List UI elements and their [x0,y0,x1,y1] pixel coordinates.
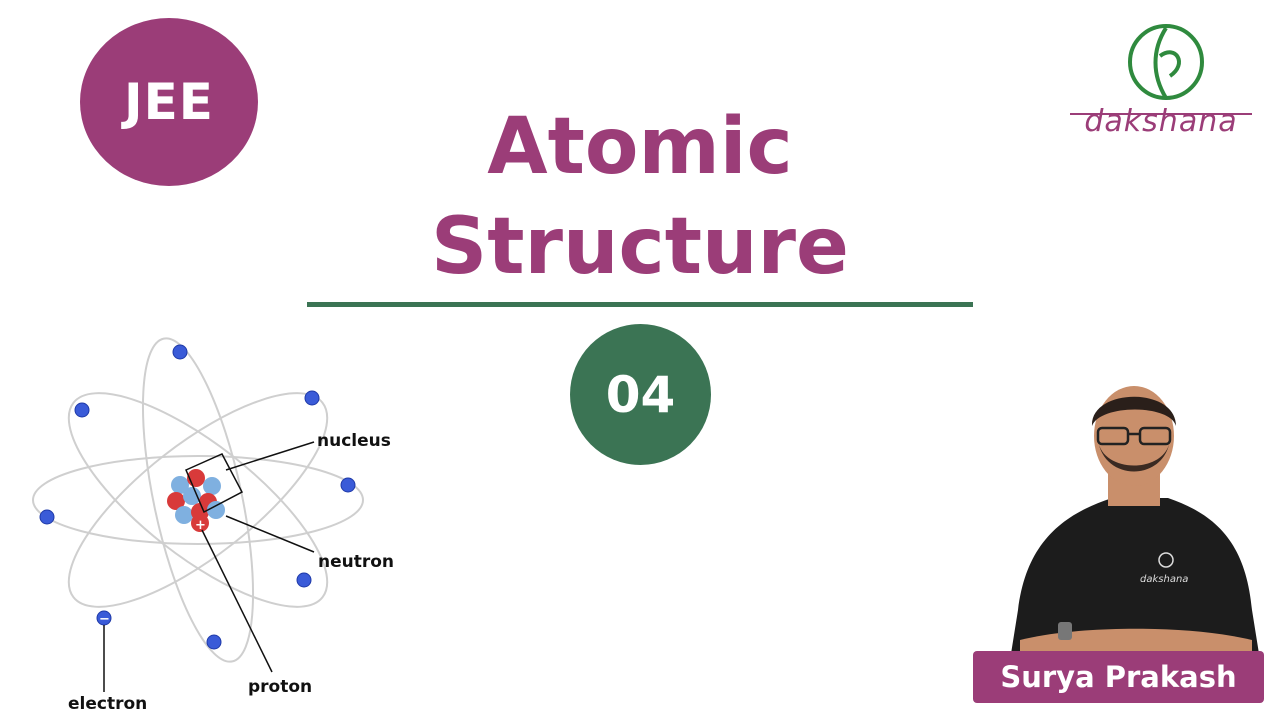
electron-icon [296,572,312,588]
presenter-name: Surya Prakash [1000,660,1237,694]
dakshana-wordmark: dakshana [1084,104,1238,139]
neutron-label: neutron [318,552,394,572]
electron-icon [206,634,222,650]
dakshana-logo-icon [1070,24,1252,115]
electron-icon [39,509,55,525]
atom-diagram: + − nucleus neutron proton electron [32,337,394,714]
electron-icon [172,344,188,360]
jee-badge-label: JEE [124,73,214,131]
shirt-logo-text: dakshana [1140,574,1188,585]
electron-icon [304,390,320,406]
orbit-diagonal-a [67,392,329,608]
presenter-nameplate: Surya Prakash [973,651,1264,703]
electron-label: electron [68,694,147,714]
proton-label: proton [248,677,312,697]
title-line-2: Structure [431,202,849,292]
orbit-diagonal-b [67,392,329,608]
lecture-number-badge: 04 [570,324,711,465]
electron-sign: − [99,612,110,627]
title-divider [307,302,973,307]
electron-icon [340,477,356,493]
proton-sign: + [195,518,206,533]
title-line-1: Atomic [487,102,793,192]
electron-icon [74,402,90,418]
nucleus-label: nucleus [317,431,391,451]
jee-badge: JEE [80,18,258,186]
presenter-photo: dakshana [1010,386,1260,660]
lecture-number: 04 [605,365,676,424]
orbit-horizontal [32,455,364,545]
nucleus-icon: + [167,469,225,533]
